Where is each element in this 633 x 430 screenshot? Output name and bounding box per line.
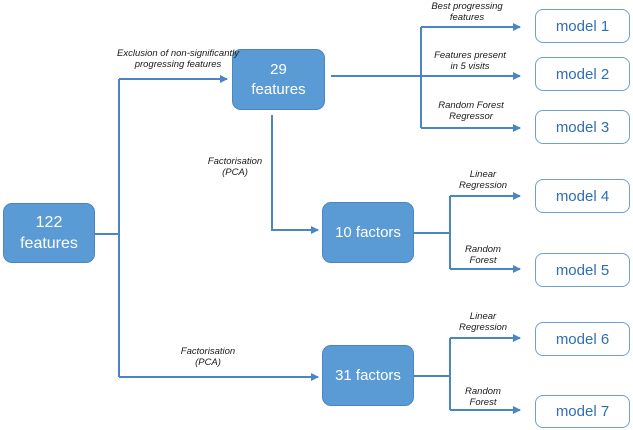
- label-best-progressing-features: Best progressing features: [431, 1, 503, 23]
- model-4-box: model 4: [535, 179, 630, 213]
- node-31-factors: 31 factors: [322, 345, 414, 406]
- label-features-present-5-visits: Features present in 5 visits: [434, 50, 506, 72]
- label-linear-regression-lower: Linear Regression: [458, 311, 508, 333]
- model-6-box: model 6: [535, 322, 630, 356]
- node-10-factors: 10 factors: [322, 202, 414, 263]
- model-1-box: model 1: [535, 9, 630, 43]
- label-random-forest-upper: Random Forest: [465, 244, 501, 266]
- label-exclusion: Exclusion of non-significantly progressi…: [117, 48, 239, 70]
- label-factorisation-pca-upper: Factorisation (PCA): [207, 156, 263, 178]
- model-5-box: model 5: [535, 253, 630, 287]
- model-2-box: model 2: [535, 57, 630, 91]
- label-linear-regression-upper: Linear Regression: [458, 169, 508, 191]
- arrow-to-10-factors: [271, 115, 319, 234]
- label-factorisation-pca-lower: Factorisation (PCA): [180, 346, 236, 368]
- node-122-features: 122 features: [3, 203, 95, 263]
- model-7-box: model 7: [535, 395, 630, 428]
- model-3-box: model 3: [535, 110, 630, 144]
- label-random-forest-regressor: Random Forest Regressor: [438, 100, 504, 122]
- node-29-features: 29 features: [232, 49, 325, 110]
- label-random-forest-lower: Random Forest: [465, 386, 501, 408]
